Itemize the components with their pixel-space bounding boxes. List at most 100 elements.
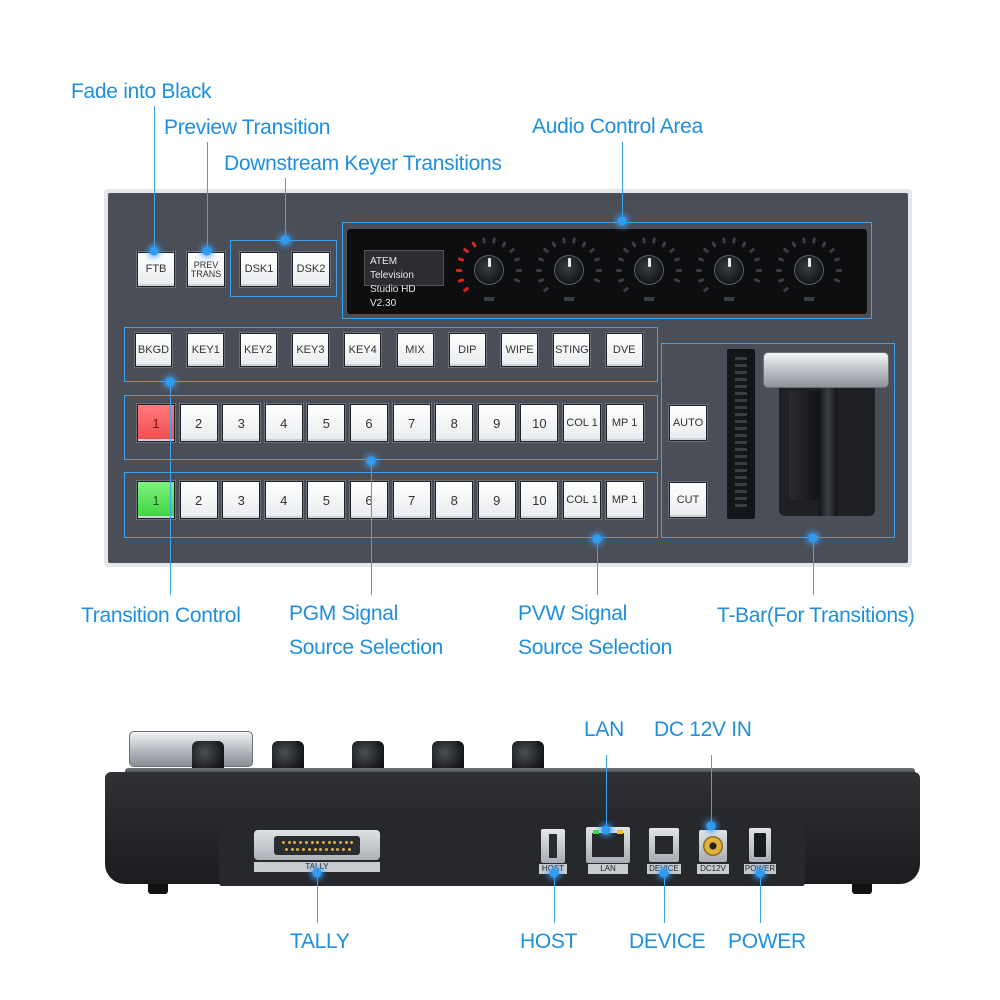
transition-key-key2[interactable]: KEY2 [239, 333, 277, 367]
tally-pin [347, 848, 351, 851]
pgm-key-5[interactable]: 5 [307, 404, 346, 442]
pvw-key-6[interactable]: 6 [350, 481, 388, 519]
pgm-key-4[interactable]: 4 [264, 404, 303, 442]
pvw-key-11[interactable]: COL 1 [563, 481, 601, 519]
tally-pin [344, 841, 348, 844]
pvw-key-10[interactable]: 10 [520, 481, 559, 519]
tbar-handle[interactable] [763, 352, 889, 388]
pgm-key-1[interactable]: 1 [137, 404, 175, 442]
callout-pgm-line2: Source Selection [289, 636, 443, 659]
meter-segment [735, 392, 747, 395]
marker-device [659, 868, 669, 878]
tally-pin [342, 848, 345, 851]
knob-5-led [801, 237, 806, 244]
pvw-key-7[interactable]: 7 [392, 481, 431, 519]
leader-tbar [813, 539, 814, 595]
host-port[interactable] [541, 829, 565, 863]
pgm-key-2[interactable]: 2 [179, 404, 218, 442]
pvw-key-9[interactable]: 9 [477, 481, 516, 519]
audio-knob-2[interactable] [554, 255, 584, 285]
transition-key-bkgd[interactable]: BKGD [135, 333, 172, 367]
meter-segment [735, 385, 747, 388]
tally-pin [302, 848, 306, 851]
marker-host [549, 868, 559, 878]
pvw-key-5[interactable]: 5 [307, 481, 346, 519]
pgm-key-10[interactable]: 10 [520, 404, 559, 442]
leader-pgm [371, 461, 372, 595]
tally-pin [350, 841, 354, 844]
auto-button[interactable]: AUTO [669, 405, 707, 441]
marker-pvw [592, 534, 602, 544]
pvw-key-12[interactable]: MP 1 [605, 481, 644, 519]
device-port-socket [655, 836, 673, 854]
dc-port[interactable] [699, 830, 727, 862]
meter-segment [735, 420, 747, 423]
meter-segment [735, 441, 747, 444]
dsk1-button[interactable]: DSK1 [240, 252, 278, 287]
power-rocker [754, 833, 766, 857]
audio-knob-3[interactable] [634, 255, 664, 285]
tally-pin [304, 841, 308, 844]
pvw-key-8[interactable]: 8 [435, 481, 474, 519]
meter-segment [735, 455, 747, 458]
lan-led-green [593, 830, 599, 834]
pgm-key-9[interactable]: 9 [477, 404, 516, 442]
marker-transition [165, 377, 175, 387]
audio-knob-5[interactable] [794, 255, 824, 285]
pgm-key-12[interactable]: MP 1 [605, 404, 644, 442]
transition-key-sting[interactable]: STING [553, 333, 591, 367]
prev-trans-button[interactable]: PREV TRANS [187, 252, 225, 287]
tally-connector-pins [274, 836, 360, 855]
tally-pin [299, 841, 303, 844]
transition-key-wipe[interactable]: WIPE [501, 333, 539, 367]
knob-3-indicator [644, 297, 654, 301]
marker-lan [601, 825, 611, 835]
transition-key-mix[interactable]: MIX [396, 333, 434, 367]
tbar-track [779, 380, 875, 516]
callout-lan: LAN [584, 718, 624, 741]
rear-foot-left [148, 884, 168, 894]
transition-key-key3[interactable]: KEY3 [291, 333, 329, 367]
ftb-button[interactable]: FTB [137, 252, 175, 287]
pgm-key-6[interactable]: 6 [350, 404, 388, 442]
knob-4-indicator [724, 297, 734, 301]
audio-knob-1[interactable] [474, 255, 504, 285]
transition-key-key4[interactable]: KEY4 [344, 333, 382, 367]
device-port[interactable] [649, 828, 679, 862]
lan-port-socket [592, 833, 624, 857]
host-port-slot [549, 834, 557, 858]
cut-button[interactable]: CUT [669, 482, 707, 518]
leader-host [554, 873, 555, 923]
knob-3-led [676, 268, 682, 272]
pvw-key-4[interactable]: 4 [264, 481, 303, 519]
knob-1-led [481, 237, 486, 244]
power-switch[interactable] [749, 828, 771, 862]
knob-2-led [536, 268, 542, 272]
dsk2-button[interactable]: DSK2 [292, 252, 330, 287]
pgm-key-7[interactable]: 7 [392, 404, 431, 442]
transition-key-dve[interactable]: DVE [605, 333, 643, 367]
tally-pin [307, 848, 311, 851]
tally-pin [336, 848, 340, 851]
knob-5-led [836, 268, 842, 272]
pvw-key-3[interactable]: 3 [222, 481, 261, 519]
meter-segment [735, 406, 747, 409]
knob-1-led [456, 268, 462, 272]
leader-tally [317, 873, 318, 923]
transition-key-key1[interactable]: KEY1 [187, 333, 225, 367]
pgm-key-11[interactable]: COL 1 [563, 404, 601, 442]
pvw-key-1[interactable]: 1 [137, 481, 175, 519]
leader-power [760, 873, 761, 923]
marker-power [755, 868, 765, 878]
tbar-slot [819, 380, 837, 516]
knob-2-led [596, 268, 602, 272]
pgm-key-8[interactable]: 8 [435, 404, 474, 442]
transition-key-dip[interactable]: DIP [448, 333, 486, 367]
meter-segment [735, 413, 747, 416]
pvw-key-2[interactable]: 2 [179, 481, 218, 519]
rear-tbar-handle [129, 731, 253, 767]
pgm-key-3[interactable]: 3 [222, 404, 261, 442]
meter-segment [735, 462, 747, 465]
audio-knob-4[interactable] [714, 255, 744, 285]
marker-pgm [366, 456, 376, 466]
